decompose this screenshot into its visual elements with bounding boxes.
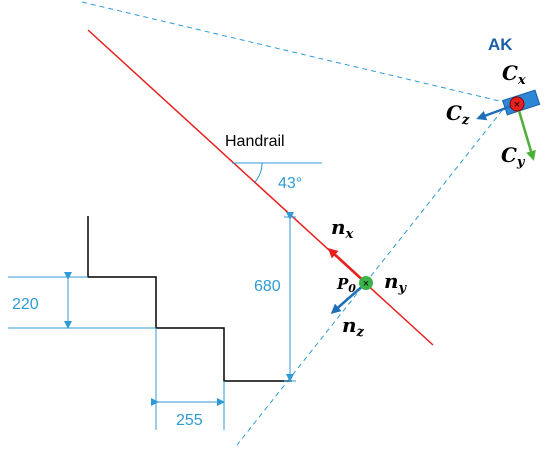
cx-label: Cx bbox=[502, 61, 526, 88]
dim-680-label: 680 bbox=[254, 278, 281, 295]
ny-label: ny bbox=[384, 269, 408, 296]
handrail-angle-label: 43° bbox=[278, 175, 302, 192]
cy-label: Cy bbox=[501, 143, 526, 170]
angle-arc bbox=[254, 162, 263, 183]
cx-axis-marker bbox=[509, 96, 525, 112]
cx-cross-icon: × bbox=[514, 99, 520, 111]
p0-point-marker bbox=[359, 276, 373, 290]
sight-line-bottom bbox=[236, 102, 509, 446]
nx-arrow bbox=[327, 247, 367, 284]
cy-arrow bbox=[515, 103, 536, 161]
sight-line-top bbox=[81, 1, 509, 104]
nz-arrow bbox=[330, 282, 367, 314]
p0-cross-icon: × bbox=[363, 278, 369, 290]
cz-label: Cz bbox=[446, 101, 470, 128]
handrail-label: Handrail bbox=[225, 133, 285, 150]
dim-255-label: 255 bbox=[176, 412, 203, 429]
p0-label: P0 bbox=[336, 275, 356, 295]
stair-profile bbox=[87, 216, 292, 382]
dim-220-label: 220 bbox=[12, 296, 39, 313]
nz-label: nz bbox=[342, 313, 365, 340]
nx-label: nx bbox=[331, 215, 354, 242]
handrail-line bbox=[87, 29, 434, 346]
camera-label: AK bbox=[488, 35, 513, 54]
